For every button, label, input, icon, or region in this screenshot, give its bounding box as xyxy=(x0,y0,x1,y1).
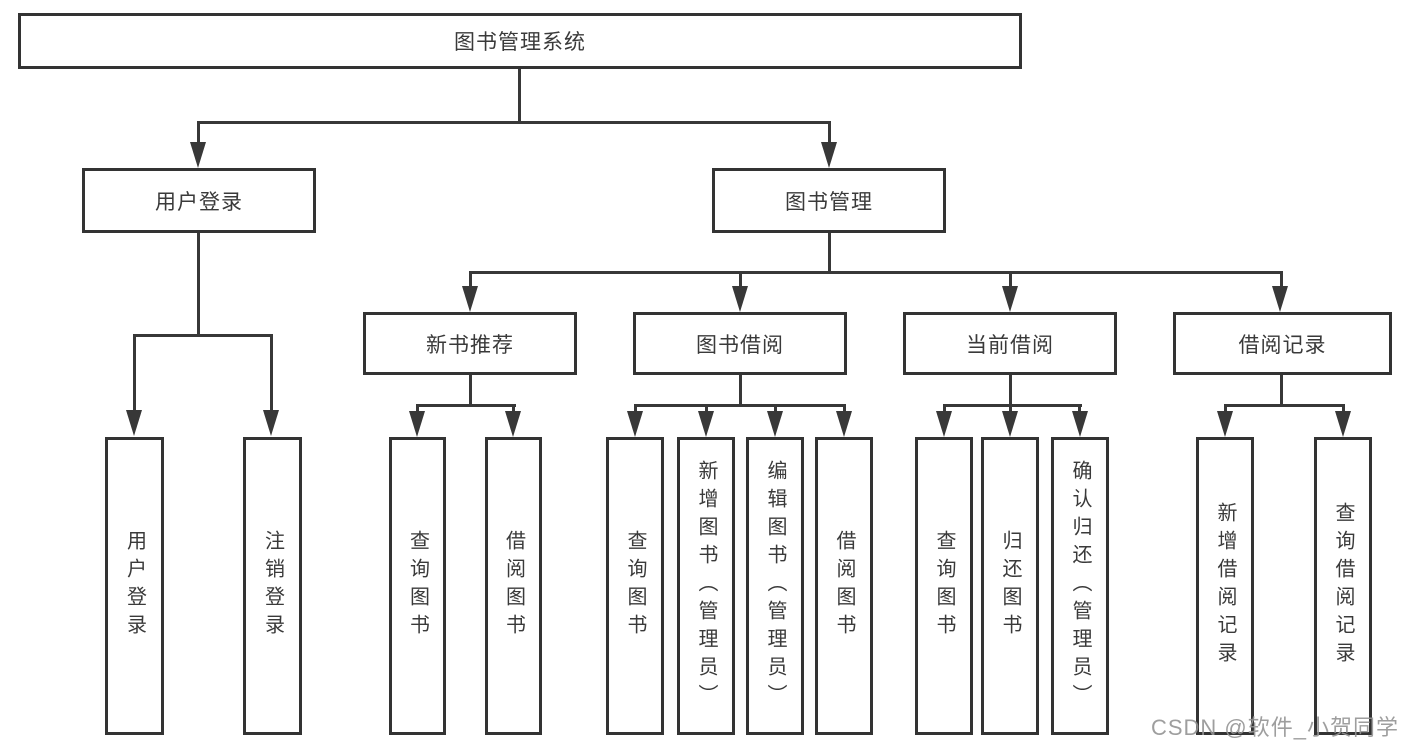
arrow-down-icon xyxy=(190,142,206,168)
csdn-watermark: CSDN @软件_小贺同学 xyxy=(1150,715,1399,740)
connector-line xyxy=(197,121,831,124)
leaf-bb-borrow-books: 借阅图书 xyxy=(815,437,873,735)
node-new-book-recommend: 新书推荐 xyxy=(363,312,577,375)
leaf-nb-query-books: 查询图书 xyxy=(389,437,446,735)
connector-line xyxy=(518,67,521,123)
arrow-down-icon xyxy=(126,410,142,436)
leaf-label: 确认归还（管理员） xyxy=(1069,460,1091,712)
leaf-br-query-record: 查询借阅记录 xyxy=(1314,437,1372,735)
connector-line xyxy=(270,334,273,411)
arrow-down-icon xyxy=(1002,286,1018,312)
connector-line xyxy=(634,404,637,414)
arrow-down-icon xyxy=(836,411,852,437)
leaf-bb-edit-books-admin: 编辑图书（管理员） xyxy=(746,437,804,735)
leaf-br-add-record: 新增借阅记录 xyxy=(1196,437,1254,735)
connector-line xyxy=(197,121,200,145)
leaf-cb-return-books: 归还图书 xyxy=(981,437,1039,735)
leaf-user-login: 用户登录 xyxy=(105,437,164,735)
arrow-down-icon xyxy=(1217,411,1233,437)
connector-line xyxy=(1280,271,1283,286)
arrow-down-icon xyxy=(936,411,952,437)
arrow-down-icon xyxy=(821,142,837,168)
connector-line xyxy=(1224,404,1227,414)
arrow-down-icon xyxy=(767,411,783,437)
arrow-down-icon xyxy=(1272,286,1288,312)
connector-line xyxy=(739,271,742,286)
node-book-management: 图书管理 xyxy=(712,168,946,233)
leaf-bb-query-books: 查询图书 xyxy=(606,437,664,735)
arrow-down-icon xyxy=(627,411,643,437)
node-borrow-records: 借阅记录 xyxy=(1173,312,1392,375)
arrow-down-icon xyxy=(505,411,521,437)
connector-line xyxy=(1009,373,1012,407)
node-current-borrow: 当前借阅 xyxy=(903,312,1117,375)
connector-line xyxy=(469,373,472,407)
connector-line xyxy=(1009,404,1012,414)
connector-line xyxy=(774,404,777,414)
leaf-label: 新增图书（管理员） xyxy=(695,460,717,712)
leaf-nb-borrow-books: 借阅图书 xyxy=(485,437,542,735)
leaf-logout: 注销登录 xyxy=(243,437,302,735)
connector-line xyxy=(1280,373,1283,407)
leaf-label: 归还图书 xyxy=(999,530,1021,642)
connector-line xyxy=(843,404,846,414)
leaf-label: 查询图书 xyxy=(933,530,955,642)
arrow-down-icon xyxy=(1002,411,1018,437)
leaf-label: 编辑图书（管理员） xyxy=(764,460,786,712)
connector-line xyxy=(1078,404,1081,414)
connector-line xyxy=(739,373,742,407)
leaf-label: 查询图书 xyxy=(624,530,646,642)
node-user-login: 用户登录 xyxy=(82,168,316,233)
connector-line xyxy=(133,334,136,411)
arrow-down-icon xyxy=(698,411,714,437)
leaf-label: 新增借阅记录 xyxy=(1214,502,1236,670)
connector-line xyxy=(634,404,846,407)
leaf-label: 查询借阅记录 xyxy=(1332,502,1354,670)
leaf-label: 用户登录 xyxy=(123,530,146,642)
connector-line xyxy=(469,271,472,286)
connector-line xyxy=(943,404,1082,407)
connector-line xyxy=(416,404,419,414)
connector-line xyxy=(1009,271,1012,286)
connector-line xyxy=(512,404,515,414)
connector-line xyxy=(416,404,516,407)
leaf-bb-add-books-admin: 新增图书（管理员） xyxy=(677,437,735,735)
connector-line xyxy=(469,271,1283,274)
arrow-down-icon xyxy=(1335,411,1351,437)
arrow-down-icon xyxy=(732,286,748,312)
arrow-down-icon xyxy=(263,410,279,436)
connector-line xyxy=(1224,404,1345,407)
leaf-label: 查询图书 xyxy=(406,530,429,642)
node-book-borrow: 图书借阅 xyxy=(633,312,847,375)
connector-line xyxy=(943,404,946,414)
arrow-down-icon xyxy=(1072,411,1088,437)
connector-line xyxy=(197,231,200,337)
connector-line xyxy=(705,404,708,414)
connector-line xyxy=(828,121,831,145)
connector-line xyxy=(133,334,273,337)
leaf-label: 注销登录 xyxy=(261,530,284,642)
leaf-cb-confirm-return-admin: 确认归还（管理员） xyxy=(1051,437,1109,735)
arrow-down-icon xyxy=(462,286,478,312)
leaf-label: 借阅图书 xyxy=(502,530,525,642)
connector-line xyxy=(1342,404,1345,414)
connector-line xyxy=(828,231,831,274)
leaf-label: 借阅图书 xyxy=(833,530,855,642)
arrow-down-icon xyxy=(409,411,425,437)
node-root: 图书管理系统 xyxy=(18,13,1022,69)
leaf-cb-query-books: 查询图书 xyxy=(915,437,973,735)
